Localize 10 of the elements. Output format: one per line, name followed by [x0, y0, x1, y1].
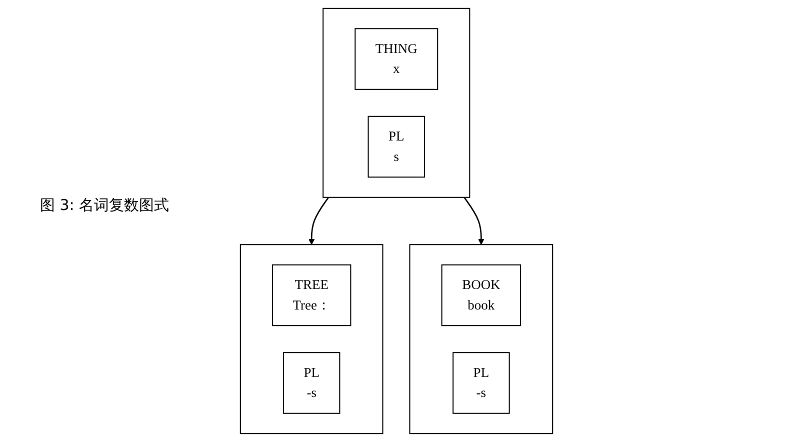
cluster: [322, 8, 470, 198]
node-box: THING x: [354, 28, 438, 90]
node-box: TREE Tree：: [272, 264, 352, 326]
cluster: [409, 244, 554, 434]
cluster: [240, 244, 384, 434]
node-box: BOOK book: [441, 264, 522, 326]
figure-caption: 图 3: 名词复数图式: [40, 196, 170, 215]
node-box: PL -s: [282, 352, 340, 414]
node-box: PL s: [368, 116, 425, 178]
node-box: PL -s: [452, 352, 510, 414]
